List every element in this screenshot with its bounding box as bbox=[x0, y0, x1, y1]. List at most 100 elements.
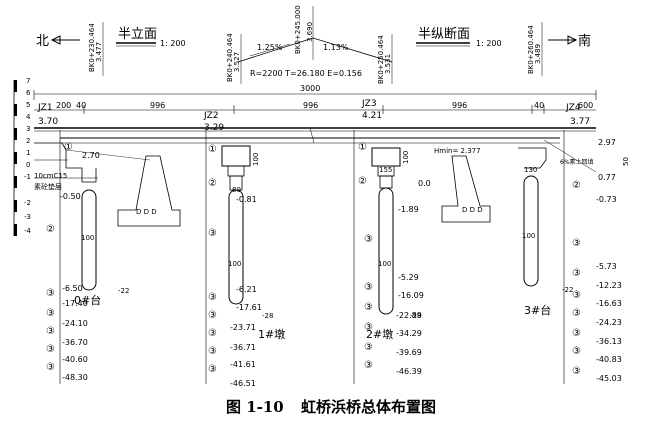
elev-label: -39.69 bbox=[396, 348, 422, 357]
elev-label: -5.73 bbox=[596, 262, 617, 271]
elev-label: -6.50 bbox=[62, 284, 83, 293]
soil-column-right: 2.97 0.77 -0.73 -5.73 -12.23 -16.63 -24.… bbox=[563, 130, 622, 384]
elev-label: -24.23 bbox=[596, 318, 622, 327]
beam-marks: D D D bbox=[462, 206, 483, 214]
elev-label: -0.50 bbox=[60, 192, 81, 201]
bridge-layout-drawing: 北 南 半立面 1: 200 半纵断面 1: 200 BK0+230.464 3… bbox=[13, 5, 630, 388]
axis-name: JZ4 bbox=[565, 103, 581, 113]
pier-1: 100 80 100 1#墩 -28 bbox=[221, 145, 285, 341]
span-dim: 996 bbox=[452, 101, 467, 110]
ruler-tick: 1 bbox=[26, 149, 30, 157]
pile-diameter: 100 bbox=[81, 234, 94, 242]
elev-label: -12.23 bbox=[596, 281, 622, 290]
elev-label: -34.29 bbox=[396, 329, 422, 338]
south-label: 南 bbox=[578, 33, 591, 49]
span-dim: 996 bbox=[150, 101, 165, 110]
station-elev: 3.489 bbox=[534, 44, 542, 64]
soil-layer: ① bbox=[358, 142, 367, 153]
north-arrow: 北 bbox=[36, 34, 80, 49]
span-dimensions: 200 40 996 996 996 40 600 bbox=[34, 101, 596, 114]
ruler-tick: 6 bbox=[26, 89, 31, 97]
elev-label: -40.60 bbox=[62, 355, 88, 364]
axis-top: 4.21 bbox=[362, 111, 382, 121]
hmin: Hmin= 2.377 bbox=[434, 147, 481, 155]
axis-top: 3.77 bbox=[570, 117, 590, 127]
elev-label: -41.61 bbox=[230, 360, 256, 369]
pier-2: 100 155 100 Hmin= 2.377 2#墩 -28 bbox=[366, 147, 481, 341]
elev-label: -1.89 bbox=[398, 205, 419, 214]
pile-diameter: 100 bbox=[378, 260, 391, 268]
pier-dim: 50 bbox=[622, 157, 630, 166]
axis-name: JZ2 bbox=[203, 111, 219, 121]
ruler-tick: 3 bbox=[26, 125, 30, 133]
ruler-tick: -4 bbox=[24, 227, 32, 235]
soil-layer: ② bbox=[208, 178, 217, 189]
span-dim: 200 bbox=[56, 101, 71, 110]
soil-layer: ① bbox=[208, 144, 217, 155]
soil-layer: ③ bbox=[46, 288, 55, 299]
station-mileage: BK0+240.464 bbox=[226, 33, 234, 82]
station-marks: BK0+230.464 3.477 BK0+240.464 3.527 BK0+… bbox=[88, 5, 543, 84]
ruler-tick: -2 bbox=[24, 199, 31, 207]
pile-tip-mark: -22 bbox=[118, 287, 129, 295]
ruler-tick: 2 bbox=[26, 137, 30, 145]
pier-dim: 100 bbox=[252, 153, 260, 166]
abutment-label: 3#台 bbox=[524, 303, 551, 317]
abutment-label: 0#台 bbox=[74, 293, 101, 307]
soil-layer: ③ bbox=[364, 302, 373, 313]
pier-dim: 155 bbox=[379, 166, 392, 174]
soil-layer: ② bbox=[46, 224, 55, 235]
elev-label: -17.61 bbox=[236, 303, 262, 312]
elev-label: 2.70 bbox=[82, 151, 100, 160]
elev-label: 2.97 bbox=[598, 138, 616, 147]
station-elev: 3.690 bbox=[306, 22, 314, 42]
station-mileage: BK0+260.464 bbox=[527, 25, 535, 74]
soil-layer: ② bbox=[358, 176, 367, 187]
soil-layer: ② bbox=[572, 180, 581, 191]
station-elev: 3.477 bbox=[95, 42, 103, 62]
soil-column-pier1: -0.81 -6.21 -17.61 -23.71 -36.71 -41.61 … bbox=[205, 130, 262, 388]
left-wingwall: D D D bbox=[117, 155, 181, 227]
elev-label: -16.09 bbox=[398, 291, 424, 300]
pile-tip-mark: -28 bbox=[410, 312, 421, 320]
soil-layer: ③ bbox=[364, 282, 373, 293]
soil-layer: ③ bbox=[572, 268, 581, 279]
station-elev: 3.527 bbox=[233, 52, 241, 72]
ruler-tick: -1 bbox=[24, 173, 31, 181]
pier-label: 2#墩 bbox=[366, 327, 393, 341]
station-mileage: BK0+245.000 bbox=[294, 5, 302, 54]
pier-label: 1#墩 bbox=[258, 327, 285, 341]
elev-label: -0.73 bbox=[596, 195, 617, 204]
total-dimension: 3000 bbox=[33, 84, 597, 100]
soil-layer: ③ bbox=[46, 326, 55, 337]
elev-label: -0.81 bbox=[236, 195, 257, 204]
soil-layer: ① bbox=[64, 142, 73, 153]
vertical-curve: 1.25% 1.13% R=2200 T=26.180 E=0.156 bbox=[237, 37, 393, 78]
soil-layer: ③ bbox=[208, 310, 217, 321]
elev-label: -36.71 bbox=[230, 343, 256, 352]
elev-label: 0.77 bbox=[598, 173, 616, 182]
ruler-tick: 0 bbox=[26, 161, 30, 169]
south-arrow: 南 bbox=[548, 33, 591, 49]
elev-label: -22.89 bbox=[396, 311, 422, 320]
soil-layer: ③ bbox=[572, 290, 581, 301]
curve-params: R=2200 T=26.180 E=0.156 bbox=[250, 69, 362, 78]
right-note: 6%素土回填 bbox=[560, 158, 594, 166]
figure-caption: 图 1-10 虹桥浜桥总体布置图 bbox=[0, 396, 662, 417]
elev-label: -36.70 bbox=[62, 338, 88, 347]
total-length: 3000 bbox=[300, 84, 320, 93]
elev-label: -17.40 bbox=[62, 299, 88, 308]
axis-name: JZ1 bbox=[37, 103, 53, 113]
soil-layer: ③ bbox=[572, 366, 581, 377]
ruler-tick: 5 bbox=[26, 101, 30, 109]
soil-layer: ③ bbox=[46, 362, 55, 373]
elevation-ruler: 7 6 5 4 3 2 1 0 -1 -2 -3 -4 bbox=[13, 77, 32, 236]
pile-tip-mark: -22 bbox=[562, 286, 573, 294]
elev-label: -36.13 bbox=[596, 337, 622, 346]
station-mileage: BK0+230.464 bbox=[88, 23, 96, 72]
span-dim: 996 bbox=[303, 101, 318, 110]
pier-dim: 100 bbox=[402, 151, 410, 164]
axis-top: 3.70 bbox=[38, 117, 58, 127]
figure-title: 虹桥浜桥总体布置图 bbox=[300, 398, 436, 416]
soil-layer: ③ bbox=[208, 228, 217, 239]
